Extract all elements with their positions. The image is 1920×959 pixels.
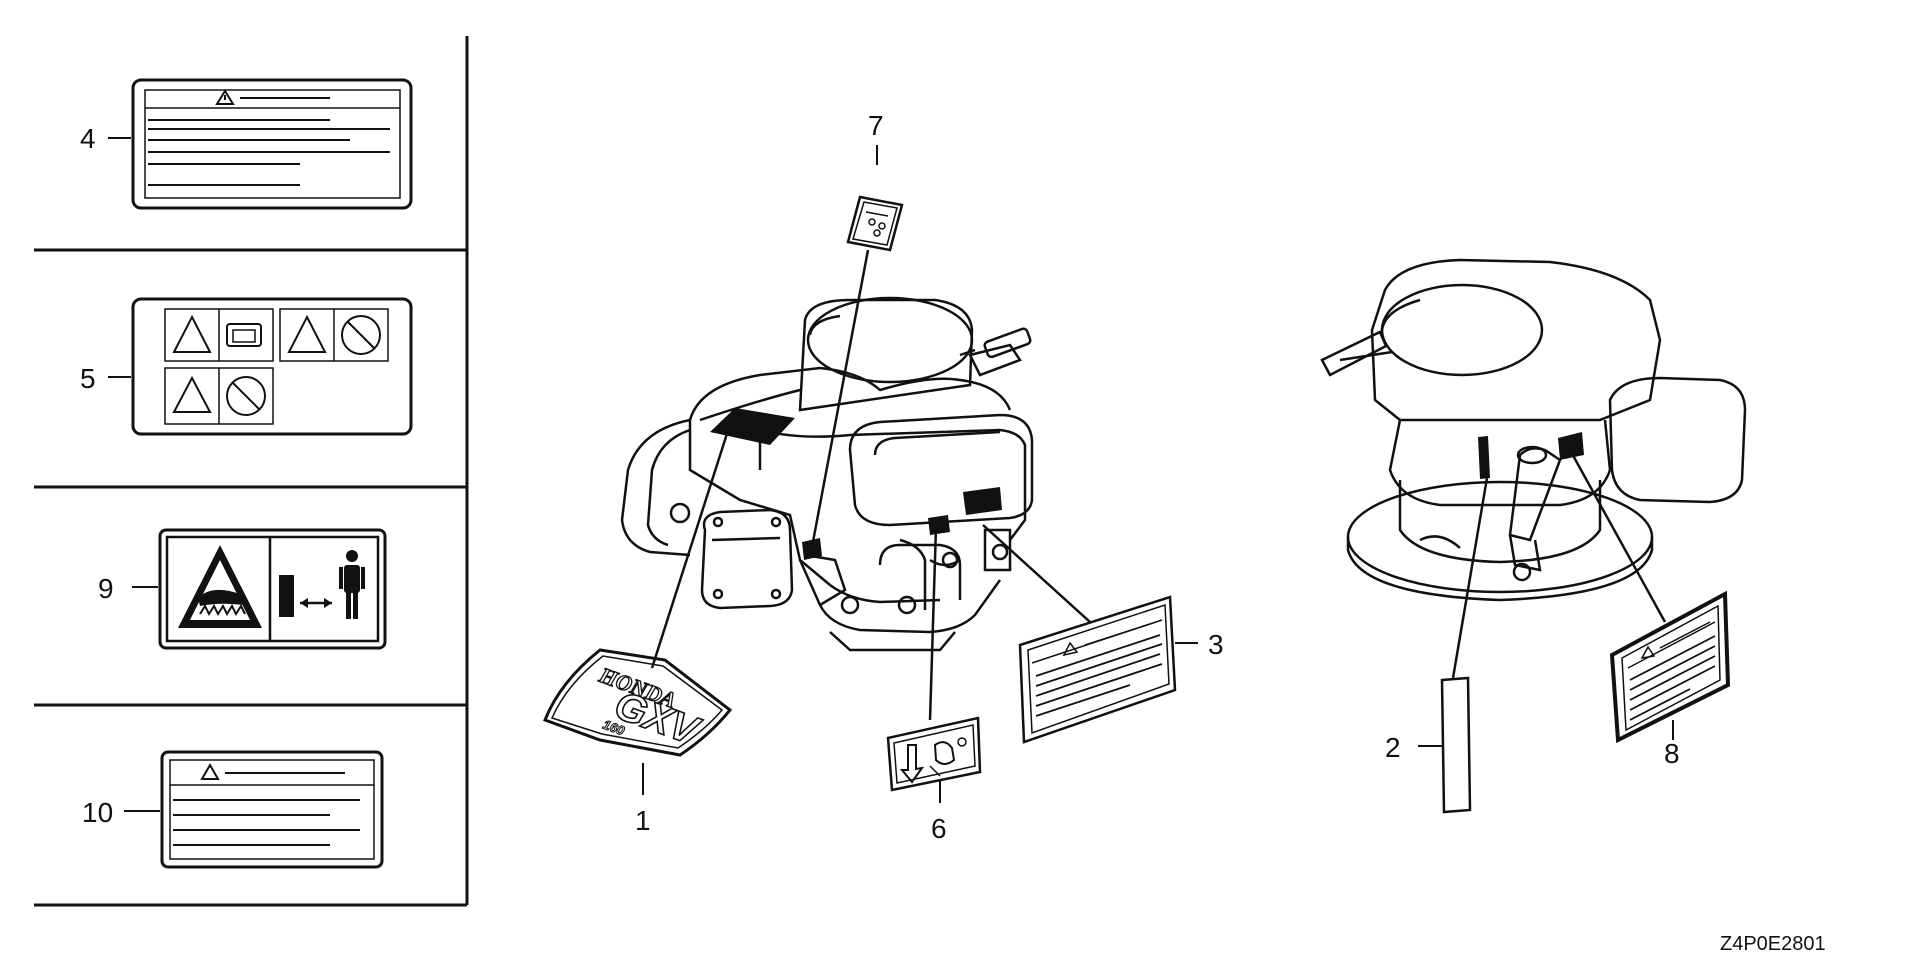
callout-7: 7 [868,110,884,141]
warning-triangle-icon [287,314,327,353]
strip-label-item-2[interactable] [1440,676,1472,814]
warning-triangle-icon [172,314,212,353]
pictogram-label-item-5[interactable] [131,297,413,436]
caution-label-item-4[interactable] [131,78,413,210]
callout-10: 10 [82,797,113,828]
callout-1: 1 [635,805,651,836]
prohibition-icon [341,315,381,355]
callout-6: 6 [931,813,947,844]
label-position-markers-engine-2 [1478,432,1584,479]
callout-2: 2 [1385,732,1401,763]
label-index-panel [34,36,469,907]
prohibition-icon [226,376,266,416]
callout-5: 5 [80,363,96,394]
caution-label-item-8[interactable] [1609,590,1731,744]
callout-3: 3 [1208,629,1224,660]
callout-8: 8 [1664,738,1680,769]
caution-label-item-3[interactable] [1018,595,1177,744]
honda-gxv-decal-item-1[interactable]: HONDA GXV 160 [543,648,733,757]
engine-front-view [620,296,1034,652]
engine-rear-view [1320,258,1747,602]
warning-triangle-icon [1640,645,1656,659]
safe-distance-icon [279,550,365,619]
warning-triangle-icon [1062,641,1079,657]
callout-9: 9 [98,573,114,604]
battery-icon [226,323,262,347]
label-position-markers-engine-1 [710,408,1002,560]
hot-surface-label-item-9[interactable] [158,528,387,650]
callout-4: 4 [80,123,96,154]
warning-triangle-icon [172,375,212,413]
warning-triangle-icon [200,762,220,780]
warning-triangle-icon [215,89,235,105]
hot-surface-warning-icon [178,545,262,628]
operation-sticker-item-7[interactable] [846,195,904,252]
fuel-pictogram-sticker-item-6[interactable] [886,716,982,792]
caution-label-item-10[interactable] [160,750,384,869]
diagram-code: Z4P0E2801 [1720,933,1826,955]
